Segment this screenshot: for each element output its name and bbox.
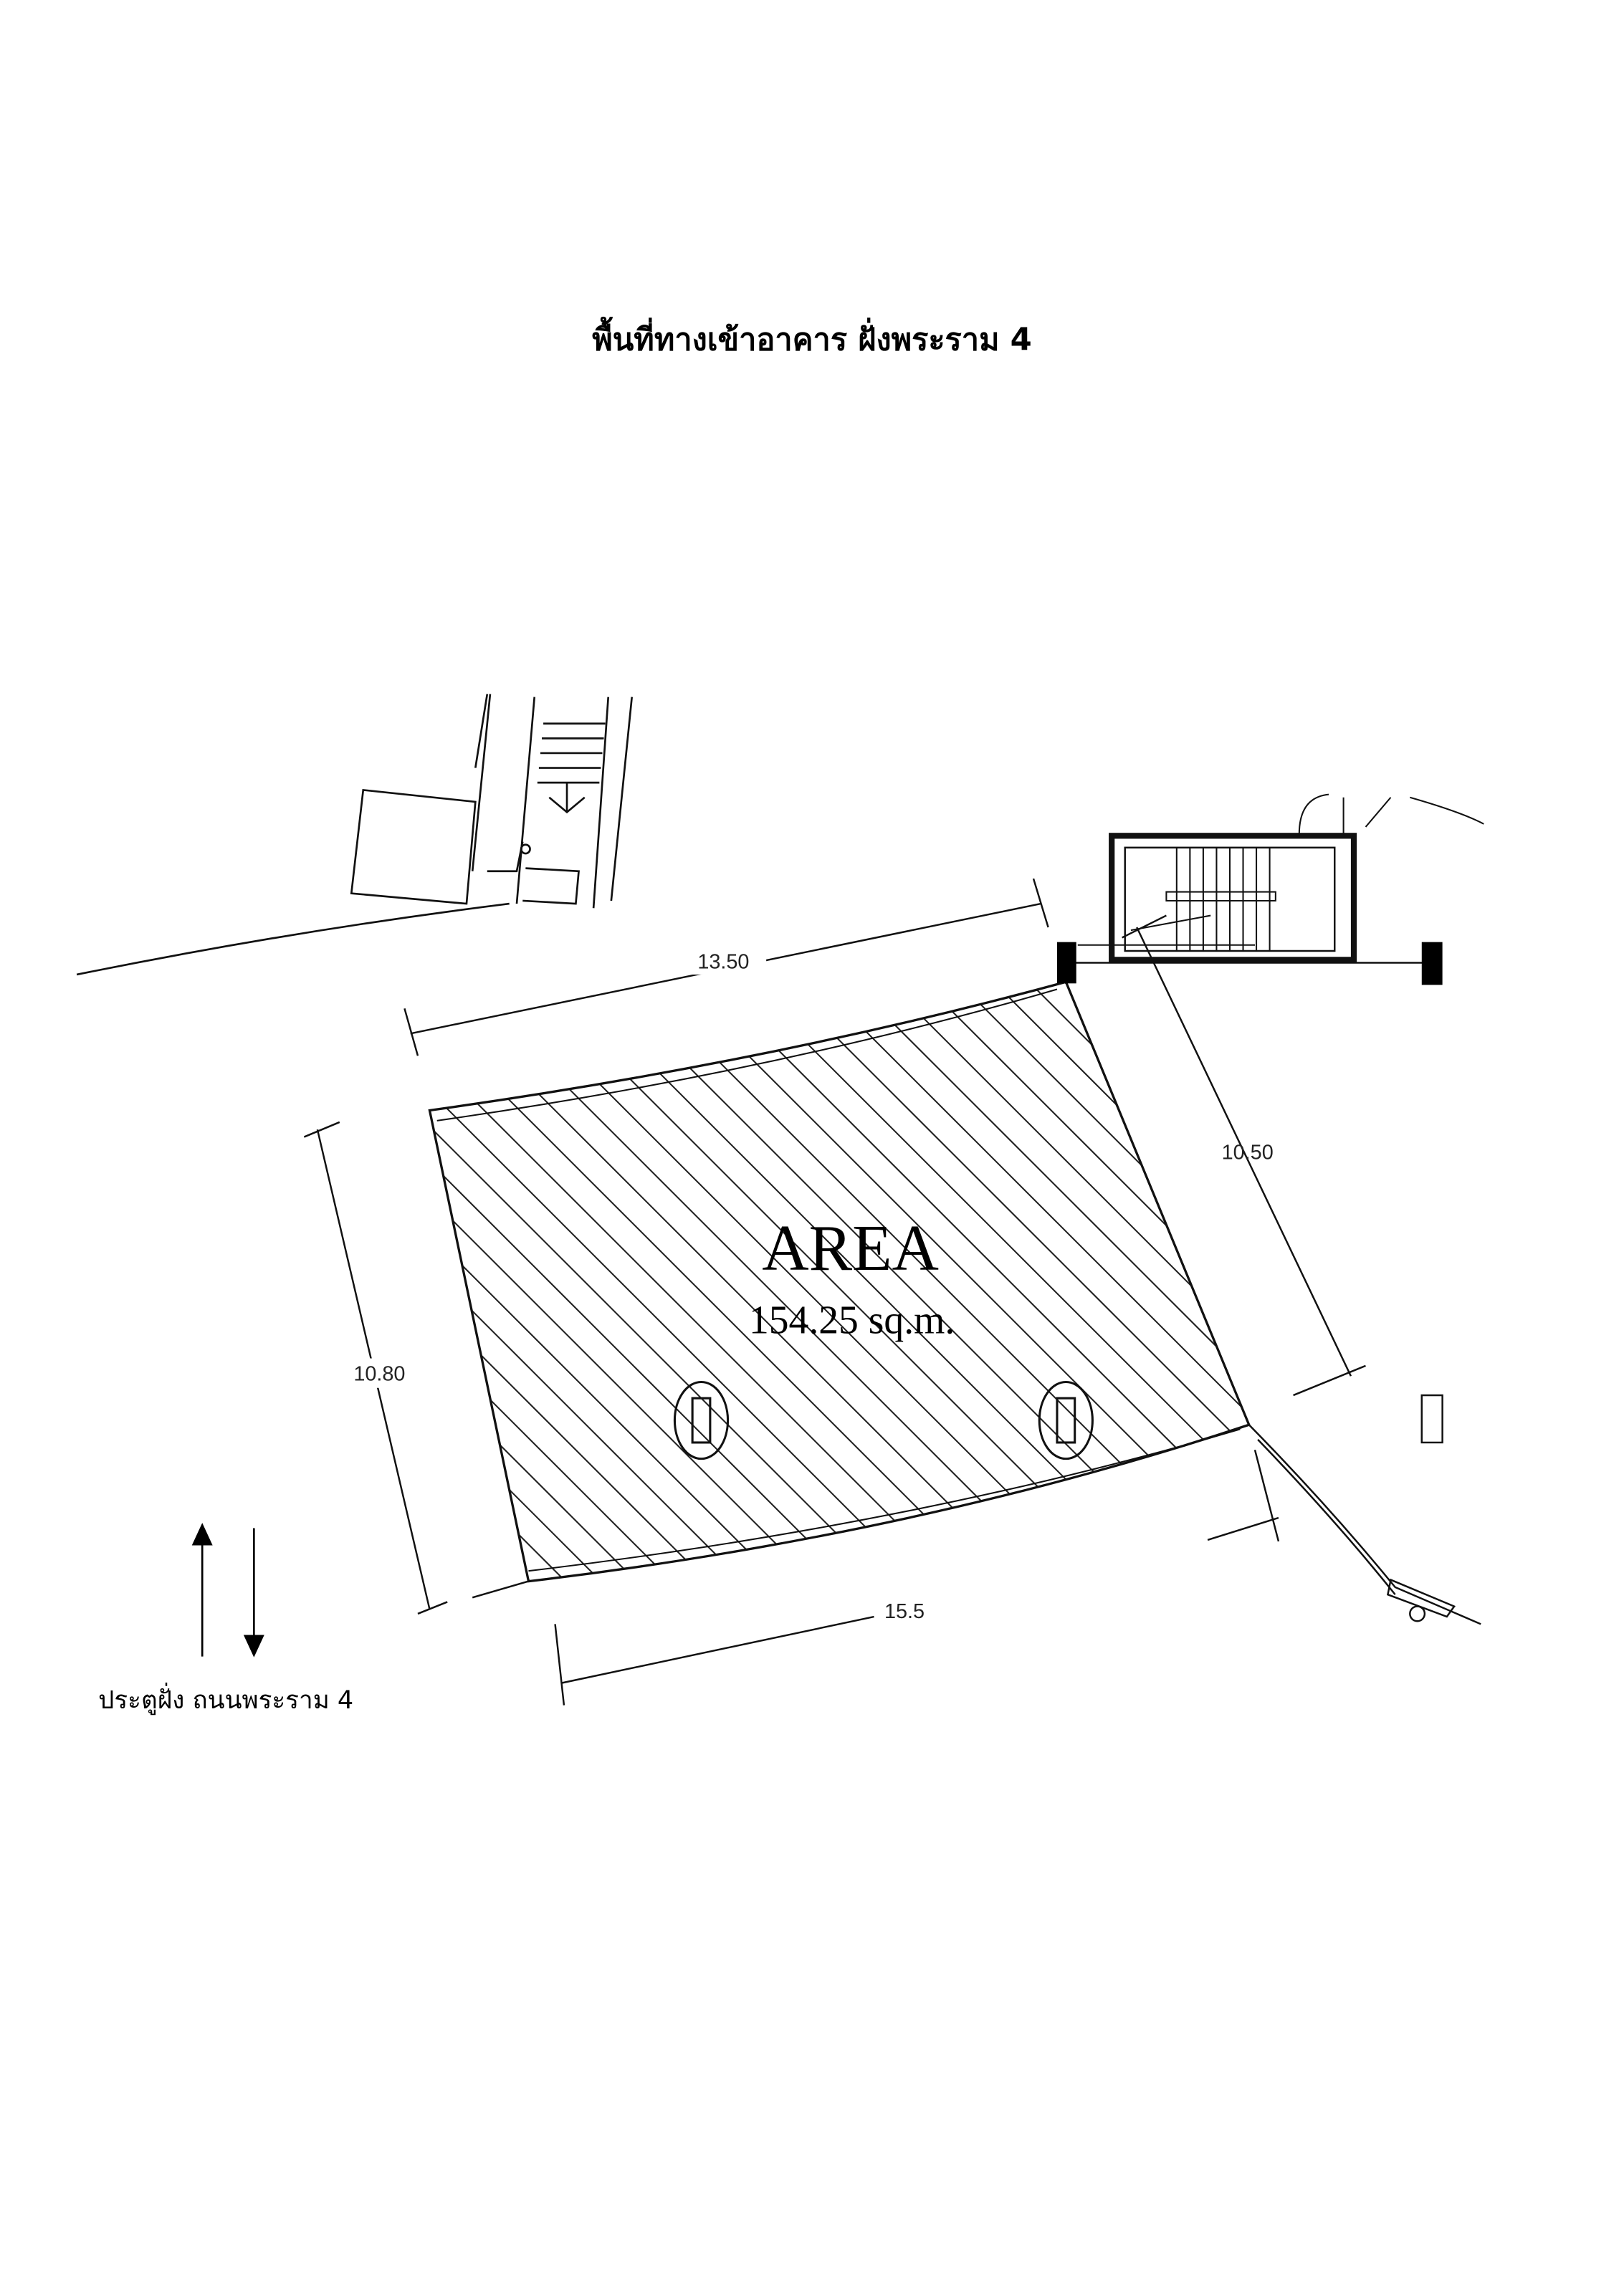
dimension-top: 13.50 [697, 951, 749, 974]
direction-arrows [191, 1523, 264, 1658]
hatch-line [601, 982, 1249, 1582]
stair-building [1074, 793, 1484, 964]
hatch-line [429, 982, 999, 1582]
hatch-line [429, 982, 680, 1582]
hatch-line [429, 982, 786, 1582]
hatch-line [1559, 945, 1624, 1625]
page-title: พื้นที่ทางเข้าอาคาร ฝั่งพระราม 4 [592, 317, 1032, 358]
hatch-line [429, 982, 1034, 1582]
hatch-line [429, 982, 1070, 1582]
area-hatch: document.currentScript && 0; [429, 945, 1624, 1625]
hatch-line [1488, 945, 1624, 1625]
hatch-line [429, 982, 503, 1582]
dimension-left: 10.80 [353, 1362, 405, 1385]
hatch-line [1453, 945, 1624, 1625]
hatch-line [956, 982, 1249, 1582]
hatch-line [1062, 982, 1249, 1582]
hatch-line [743, 982, 1249, 1582]
fixture-icon [673, 1380, 1094, 1460]
area-outline [428, 980, 1251, 1583]
hatch-line [778, 982, 1249, 1582]
hatch-line [672, 982, 1249, 1582]
hatch-line [1418, 945, 1624, 1625]
hatch-line [1239, 982, 1249, 1582]
hatch-line [530, 982, 1211, 1582]
area-value: 154.25 sq.m. [749, 1298, 955, 1343]
hatch-line [920, 982, 1249, 1582]
hatch-line [429, 982, 574, 1582]
dimension-bottom: 15.5 [884, 1600, 925, 1623]
hatch-line [429, 982, 857, 1582]
column-marker [1056, 942, 1076, 984]
hatch-line [566, 982, 1247, 1582]
hatch-line [708, 982, 1249, 1582]
hatch-line [1276, 945, 1624, 1625]
hatch-line [814, 982, 1249, 1582]
hatch-line [1027, 982, 1249, 1582]
area-label: AREA [762, 1212, 939, 1284]
hatch-line [885, 982, 1249, 1582]
hatch-line [429, 982, 892, 1582]
building-sketch-left [76, 694, 634, 976]
gate-label: ประตูฝั่ง ถนนพระราม 4 [98, 1683, 353, 1715]
hatch-line [429, 982, 538, 1582]
hatch-line [1097, 982, 1249, 1582]
hatch-line [1595, 945, 1624, 1625]
hatch-line [429, 982, 1105, 1582]
hatch-line [1311, 945, 1624, 1625]
hatch-line [1168, 982, 1249, 1582]
hatch-line [1204, 982, 1249, 1582]
hatch-line [429, 982, 715, 1582]
hatch-line [429, 982, 822, 1582]
hatch-line [429, 982, 751, 1582]
dimension-right: 10.50 [1222, 1141, 1274, 1164]
hatch-line [1524, 945, 1624, 1625]
hatch-line [429, 982, 644, 1582]
hatch-line [1382, 945, 1624, 1625]
hatch-line [429, 982, 963, 1582]
hatch-line [1347, 945, 1624, 1625]
hatch-line [1133, 982, 1249, 1582]
hatch-line [637, 982, 1249, 1582]
dimension-lines [303, 878, 1366, 1706]
column-marker [1421, 942, 1443, 985]
hatch-line [429, 982, 928, 1582]
marker-box [1420, 1394, 1443, 1444]
road-edge [472, 1424, 1481, 1625]
